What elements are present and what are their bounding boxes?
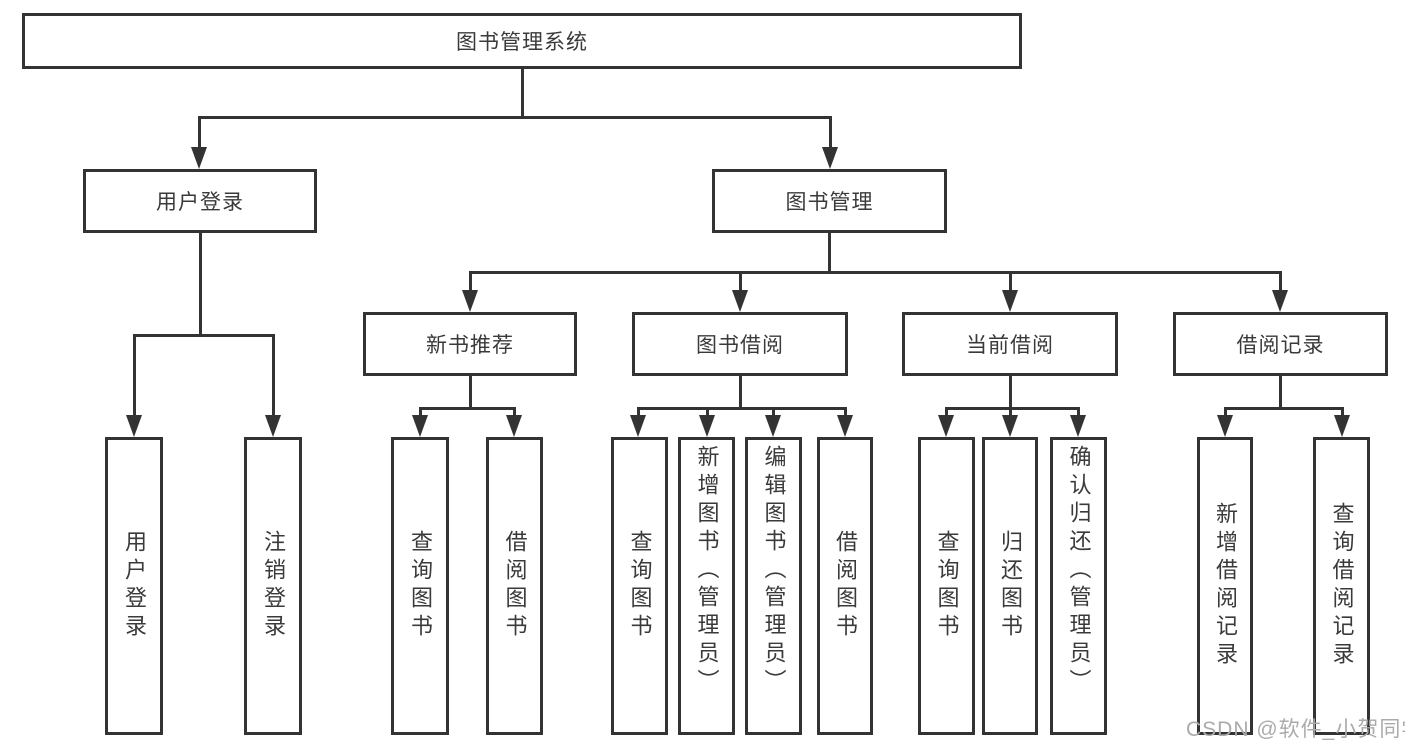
node-label: 当前借阅 [966,334,1054,357]
arrow-down-icon [765,415,781,437]
leaf-borrow-books-borrowing: 借阅图书 [817,437,873,735]
leaf-search-books-recommend: 查询图书 [391,437,449,735]
node-label: 图书管理系统 [456,31,588,54]
connector-vline [1076,408,1080,416]
connector-hline [944,406,1080,410]
node-borrowing-records: 借阅记录 [1173,312,1388,376]
connector-vline [271,335,275,416]
leaf-label: 查询图书 [934,530,960,642]
node-label: 借阅记录 [1236,334,1325,357]
connector-vline [1008,272,1012,292]
connector-hline [636,406,847,410]
node-label: 图书管理 [785,191,874,214]
leaf-search-books-borrowing: 查询图书 [611,437,668,735]
arrow-down-icon [1070,415,1086,437]
connector-vline [512,408,516,416]
leaf-label: 归还图书 [998,530,1023,642]
leaf-return-books: 归还图书 [982,437,1038,735]
connector-hline [1223,406,1344,410]
leaf-search-borrow-record: 查询借阅记录 [1313,437,1370,735]
node-user-login: 用户登录 [83,169,317,233]
arrow-down-icon [506,415,522,437]
connector-vline [197,117,201,148]
leaf-label: 用户登录 [122,530,147,642]
connector-vline [1008,376,1012,408]
leaf-label: 新增借阅记录 [1213,502,1238,670]
connector-vline [738,272,742,292]
arrow-down-icon [822,147,838,169]
connector-vline [636,408,640,416]
arrow-down-icon [630,415,646,437]
leaf-label: 查询图书 [408,530,433,642]
leaf-label: 确认归还（管理员） [1066,445,1092,697]
arrow-down-icon [938,415,954,437]
leaf-user-login: 用户登录 [105,437,163,735]
connector-vline [827,233,831,272]
connector-hline [197,115,832,119]
connector-hline [418,406,516,410]
leaf-label: 借阅图书 [502,530,528,642]
connector-vline [771,408,775,416]
leaf-label: 借阅图书 [833,530,858,642]
leaf-add-books-admin: 新增图书（管理员） [678,437,735,735]
arrow-down-icon [191,147,207,169]
node-book-management: 图书管理 [712,169,947,233]
arrow-down-icon [462,290,478,312]
arrow-down-icon [265,415,281,437]
arrow-down-icon [837,415,853,437]
arrow-down-icon [699,415,715,437]
node-library-management-system: 图书管理系统 [22,13,1022,69]
arrow-down-icon [1217,415,1233,437]
connector-vline [418,408,422,416]
node-current-borrowing: 当前借阅 [902,312,1118,376]
leaf-borrow-books-recommend: 借阅图书 [486,437,543,735]
watermark: CSDN @软件_小贺同学 [1186,718,1405,741]
node-label: 图书借阅 [696,334,784,357]
leaf-label: 查询图书 [627,530,653,642]
connector-hline [468,270,1282,274]
leaf-edit-books-admin: 编辑图书（管理员） [745,437,802,735]
leaf-confirm-return-admin: 确认归还（管理员） [1050,437,1107,735]
arrow-down-icon [1272,290,1288,312]
node-book-borrowing: 图书借阅 [632,312,848,376]
node-label: 用户登录 [156,191,244,214]
connector-vline [1008,408,1012,416]
connector-vline [738,376,742,408]
connector-hline [132,333,275,337]
connector-vline [1278,376,1282,408]
arrow-down-icon [1334,415,1350,437]
connector-vline [132,335,136,416]
node-new-book-recommendation: 新书推荐 [363,312,577,376]
arrow-down-icon [1002,290,1018,312]
leaf-label: 查询借阅记录 [1329,502,1355,670]
connector-vline [705,408,709,416]
connector-vline [468,376,472,408]
node-label: 新书推荐 [426,334,514,357]
arrow-down-icon [126,415,142,437]
leaf-search-books-current: 查询图书 [918,437,975,735]
connector-vline [520,69,524,117]
connector-vline [944,408,948,416]
leaf-label: 编辑图书（管理员） [761,445,787,697]
connector-vline [1223,408,1227,416]
arrow-down-icon [412,415,428,437]
connector-vline [843,408,847,416]
connector-vline [1278,272,1282,292]
leaf-logout: 注销登录 [244,437,302,735]
arrow-down-icon [1002,415,1018,437]
connector-vline [1340,408,1344,416]
leaf-label: 新增图书（管理员） [694,445,720,697]
leaf-add-borrow-record: 新增借阅记录 [1197,437,1253,735]
connector-vline [828,117,832,148]
connector-vline [198,232,202,335]
arrow-down-icon [732,290,748,312]
connector-vline [468,272,472,292]
leaf-label: 注销登录 [261,530,286,642]
